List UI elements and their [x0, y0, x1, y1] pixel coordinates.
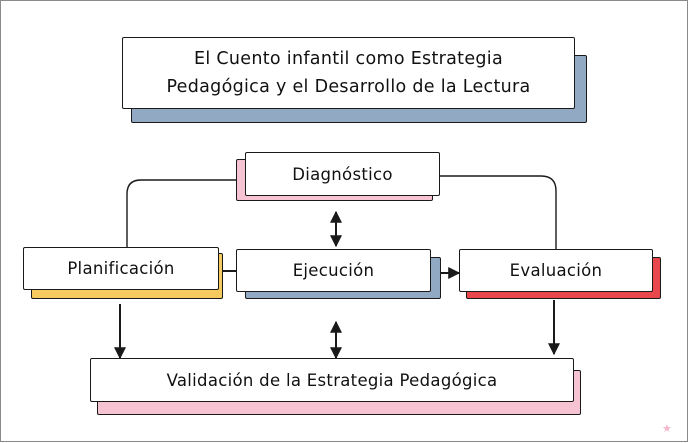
diagnostico-box: Diagnóstico — [245, 152, 440, 196]
diagnostico-label: Diagnóstico — [292, 164, 393, 184]
ejecucion-label: Ejecución — [292, 261, 375, 280]
planificacion-label: Planificación — [67, 259, 175, 278]
ejecucion-box: Ejecución — [236, 249, 431, 292]
evaluacion-box: Evaluación — [459, 249, 653, 292]
diagram-title: El Cuento infantil como Estrategia Pedag… — [166, 45, 530, 101]
evaluacion-label: Evaluación — [509, 261, 603, 280]
star-icon: ★ — [662, 422, 672, 435]
line-diagnostico-evaluacion — [440, 175, 557, 254]
validacion-box: Validación de la Estrategia Pedagógica — [90, 358, 574, 402]
line-diagnostico-planificacion — [126, 179, 245, 247]
planificacion-box: Planificación — [23, 247, 219, 290]
title-line-2: Pedagógica y el Desarrollo de la Lectura — [166, 77, 531, 97]
title-box: El Cuento infantil como Estrategia Pedag… — [122, 37, 575, 109]
validacion-label: Validación de la Estrategia Pedagógica — [166, 370, 498, 390]
title-line-1: El Cuento infantil como Estrategia — [194, 49, 503, 69]
